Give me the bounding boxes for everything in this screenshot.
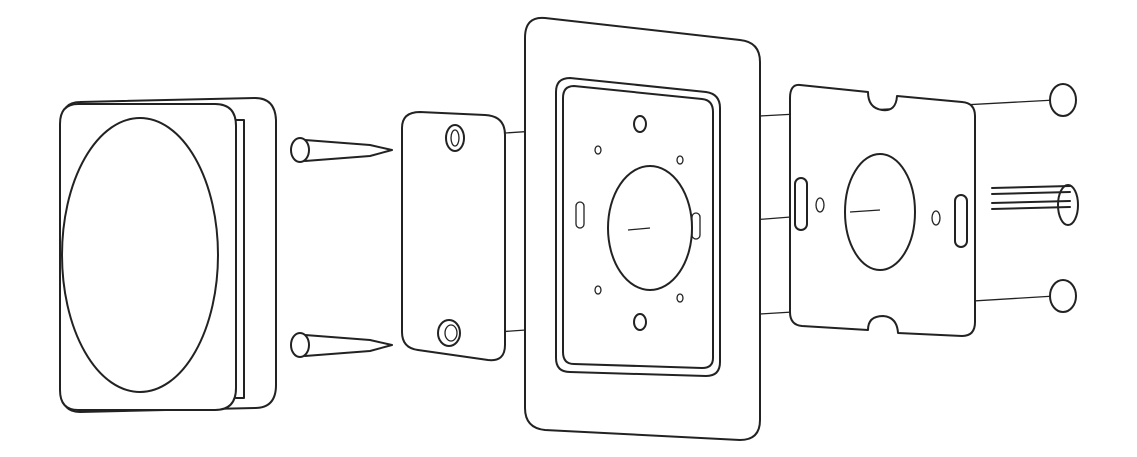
mounting-plate bbox=[789, 83, 976, 337]
screw-bottom bbox=[290, 332, 393, 358]
mounting-screws bbox=[290, 137, 393, 358]
wall-box-screws bbox=[1049, 83, 1077, 313]
adapter-bracket bbox=[401, 111, 506, 362]
wires bbox=[991, 184, 1079, 226]
device-body bbox=[59, 97, 277, 413]
screw-top bbox=[290, 137, 393, 163]
mounting-plate-features bbox=[575, 115, 701, 331]
